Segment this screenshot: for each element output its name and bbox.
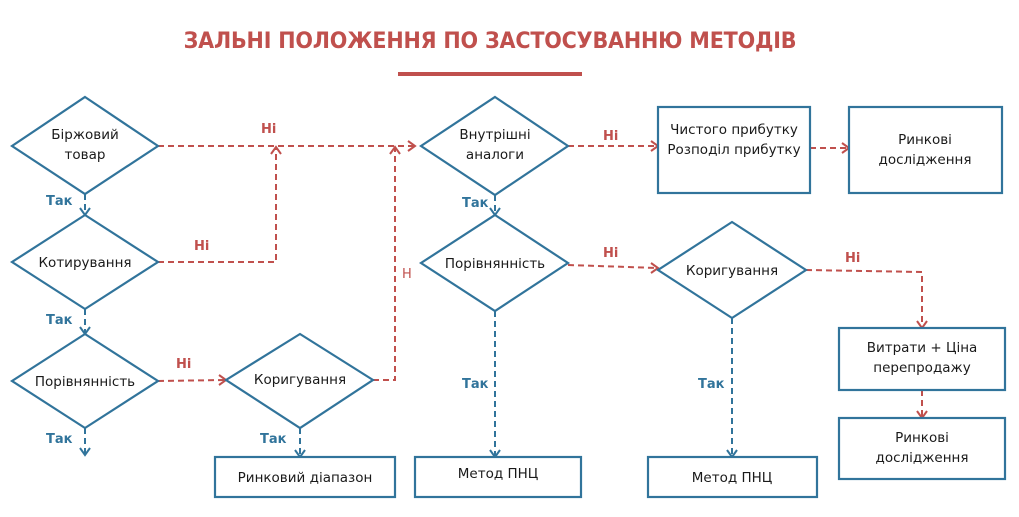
connector-line bbox=[373, 148, 396, 381]
node-label: Внутрішні bbox=[459, 127, 530, 143]
node-label: Метод ПНЦ bbox=[458, 466, 539, 482]
node-label: Розподіл прибутку bbox=[667, 142, 800, 158]
process-market-research-bottom: Ринкові дослідження bbox=[837, 416, 1007, 481]
node-label: Ринкові bbox=[895, 430, 949, 446]
node-label: Ринковий діапазон bbox=[238, 470, 373, 486]
edge-comparability-left-no bbox=[157, 374, 228, 386]
connector-line bbox=[805, 269, 923, 327]
node-label: перепродажу bbox=[873, 360, 970, 376]
arrowhead-icon bbox=[650, 262, 660, 274]
connector-line bbox=[158, 148, 277, 263]
edge-label-yes: Так bbox=[462, 196, 489, 211]
edge-label-no-short: Н bbox=[402, 267, 412, 282]
page-title: ЗАЛЬНІ ПОЛОЖЕННЯ ПО ЗАСТОСУВАННЮ МЕТОДІВ bbox=[183, 28, 797, 54]
node-label: дослідження bbox=[879, 152, 972, 168]
node-label: Витрати + Ціна bbox=[867, 340, 978, 356]
arrowhead-icon bbox=[79, 447, 91, 457]
node-label: Коригування bbox=[254, 372, 346, 388]
node-label: аналоги bbox=[466, 147, 524, 163]
node-label: Котирування bbox=[38, 255, 131, 271]
connector-line bbox=[567, 264, 658, 269]
edge-label-yes: Так bbox=[462, 377, 489, 392]
edge-label-yes: Так bbox=[698, 377, 725, 392]
process-market-research-top: Ринкові дослідження bbox=[847, 105, 1004, 195]
edge-profit-research bbox=[810, 142, 851, 154]
edge-label-no: Ні bbox=[603, 129, 618, 144]
decision-quotation: Котирування bbox=[9, 213, 161, 311]
node-label: Біржовий bbox=[51, 127, 119, 143]
node-label: Порівнянність bbox=[35, 374, 135, 390]
node-label: Порівнянність bbox=[445, 256, 545, 272]
decision-comparability-left: Порівнянність bbox=[9, 332, 161, 430]
edge-adjust-left-yes bbox=[294, 428, 306, 459]
edge-cost-research bbox=[916, 390, 928, 420]
process-profit: Чистого прибутку Розподіл прибутку bbox=[656, 105, 812, 195]
edge-comparability-mid-no bbox=[567, 262, 660, 274]
decision-comparability-mid: Порівнянність bbox=[418, 213, 571, 313]
edge-label-no: Ні bbox=[194, 239, 209, 254]
edge-internal-yes bbox=[489, 195, 501, 217]
edge-exchange-no bbox=[158, 140, 417, 152]
edge-comparability-mid-yes bbox=[489, 311, 501, 459]
node-label: Коригування bbox=[686, 263, 778, 279]
decision-adjustment-left: Коригування bbox=[223, 332, 376, 430]
edge-exchange-yes bbox=[79, 194, 91, 217]
decision-exchange-goods: Біржовий товар bbox=[10, 95, 160, 196]
node-label: Чистого прибутку bbox=[670, 122, 798, 138]
node-label: Метод ПНЦ bbox=[692, 470, 773, 486]
edge-adjust-left-no bbox=[373, 145, 401, 381]
edge-label-yes: Так bbox=[46, 432, 73, 447]
arrowhead-icon bbox=[270, 145, 282, 155]
edge-adjust-right-yes bbox=[726, 318, 738, 459]
edge-adjust-right-no bbox=[805, 269, 928, 330]
edge-label-yes: Так bbox=[46, 194, 73, 209]
edge-label-no: Ні bbox=[845, 251, 860, 266]
edge-label-yes: Так bbox=[260, 432, 287, 447]
node-label: дослідження bbox=[876, 450, 969, 466]
edge-comparability-left-yes bbox=[79, 428, 91, 457]
decision-internal-analogs: Внутрішні аналоги bbox=[419, 95, 570, 197]
edge-label-no: Ні bbox=[176, 357, 191, 372]
node-label: Ринкові bbox=[898, 132, 952, 148]
process-market-range: Ринковий діапазон bbox=[213, 455, 397, 499]
edge-label-yes: Так bbox=[46, 313, 73, 328]
process-cost-resale: Витрати + Ціна перепродажу bbox=[837, 326, 1007, 392]
edge-label-no: Ні bbox=[261, 122, 276, 137]
node-label: товар bbox=[65, 147, 106, 163]
arrowhead-icon bbox=[407, 140, 417, 152]
process-cup-method-2: Метод ПНЦ bbox=[646, 455, 819, 499]
edge-quotation-yes bbox=[79, 309, 91, 336]
arrowhead-icon bbox=[389, 145, 401, 155]
title-underline bbox=[398, 72, 582, 76]
edge-quotation-no bbox=[158, 145, 282, 263]
decision-adjustment-right: Коригування bbox=[655, 220, 809, 320]
process-cup-method-1: Метод ПНЦ bbox=[413, 455, 583, 499]
connector-line bbox=[157, 379, 226, 382]
edge-label-no: Ні bbox=[603, 246, 618, 261]
